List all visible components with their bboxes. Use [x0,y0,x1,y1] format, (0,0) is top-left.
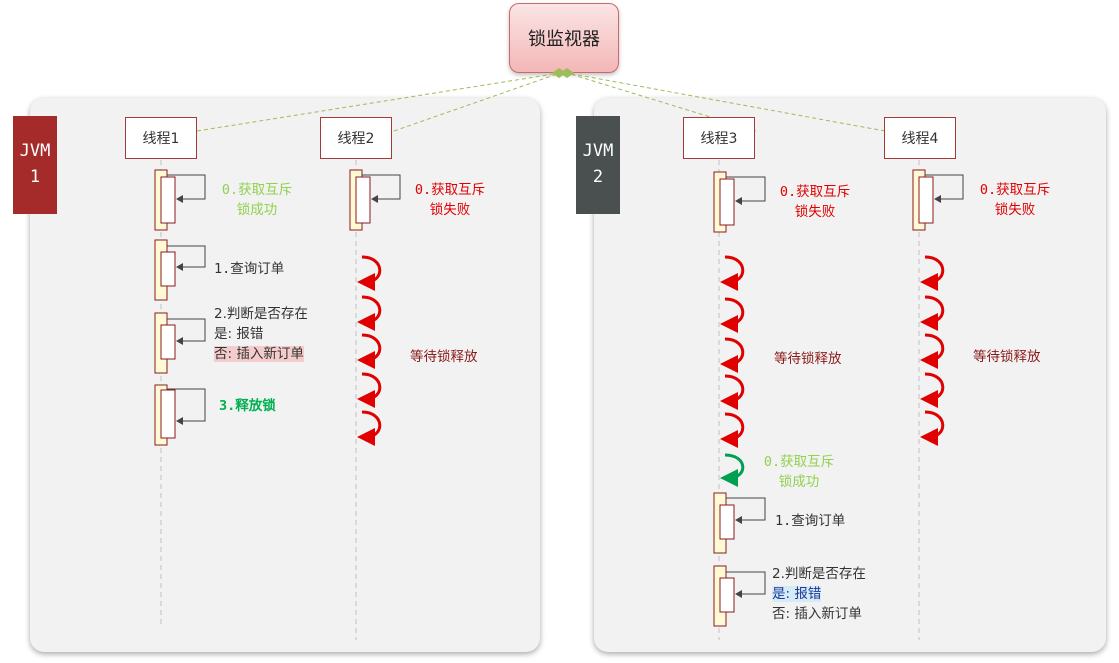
t3-judge-line3: 否: 插入新订单 [772,606,862,622]
lock-monitor-label: 锁监视器 [528,29,600,50]
t1-acquire-line1: 0.获取互斥 [221,182,293,198]
connector-t2 [393,72,561,132]
t1-acquire-success: 0.获取互斥 锁成功 [212,180,302,220]
t3-judge-line2: 是: 报错 [772,586,822,602]
t3-judge: 2.判断是否存在 是: 报错 否: 插入新订单 [772,564,866,624]
lifelines [160,160,920,640]
jvm1-number: 1 [29,167,41,187]
self-calls [167,174,964,598]
thread-1-label: 线程1 [142,131,180,147]
activations [154,169,934,627]
connector-t1 [196,72,561,132]
t3-wait-release: 等待锁释放 [774,351,842,367]
connector-arrowheads [552,68,574,78]
t1-judge-line3: 否: 插入新订单 [214,346,304,362]
connector-t3 [566,72,757,132]
thread-1: 线程1 [125,117,197,159]
wait-loops [357,255,945,448]
t2-acquire-line1: 0.获取互斥 [414,182,486,198]
t3-acquire-fail-line2: 锁失败 [794,204,836,220]
jvm1-name: JVM [19,141,51,161]
jvm2-panel [594,98,1106,652]
jvm2-name: JVM [582,141,614,161]
t1-judge-line2: 是: 报错 [214,326,264,342]
t4-acquire-line1: 0.获取互斥 [979,182,1051,198]
jvm2-number: 2 [592,167,604,187]
thread-2-label: 线程2 [337,131,375,147]
t1-acquire-line2: 锁成功 [236,202,278,218]
thread-3: 线程3 [683,117,755,159]
t3-acquire-fail-line1: 0.获取互斥 [779,184,851,200]
t4-acquire-line2: 锁失败 [994,202,1036,218]
thread-4-label: 线程4 [901,131,939,147]
monitor-connectors [196,72,886,132]
t3-acquire-ok-line2: 锁成功 [778,474,820,490]
t2-wait-release: 等待锁释放 [410,349,478,365]
thread-3-label: 线程3 [700,131,738,147]
jvm2-badge: JVM 2 [576,116,620,214]
t3-judge-line1: 2.判断是否存在 [772,566,866,582]
t1-query-order: 1.查询订单 [214,261,285,277]
t3-acquire-ok-line1: 0.获取互斥 [763,454,835,470]
t1-release-lock: 3.释放锁 [219,398,276,414]
t1-judge: 2.判断是否存在 是: 报错 否: 插入新订单 [214,304,308,364]
t1-judge-line1: 2.判断是否存在 [214,306,308,322]
t2-acquire-line2: 锁失败 [429,202,471,218]
lock-monitor: 锁监视器 [509,3,619,73]
t3-acquire-fail: 0.获取互斥 锁失败 [770,182,860,222]
t4-wait-release: 等待锁释放 [973,349,1041,365]
acquire-success-loop [720,453,745,487]
jvm1-badge: JVM 1 [13,116,57,214]
jvm1-panel [30,98,540,652]
t3-acquire-success: 0.获取互斥 锁成功 [754,452,844,492]
thread-4: 线程4 [884,117,956,159]
t2-acquire-fail: 0.获取互斥 锁失败 [405,180,495,220]
t3-query-order: 1.查询订单 [775,513,846,529]
thread-2: 线程2 [320,117,392,159]
connector-t4 [566,72,886,132]
t4-acquire-fail: 0.获取互斥 锁失败 [970,180,1060,220]
